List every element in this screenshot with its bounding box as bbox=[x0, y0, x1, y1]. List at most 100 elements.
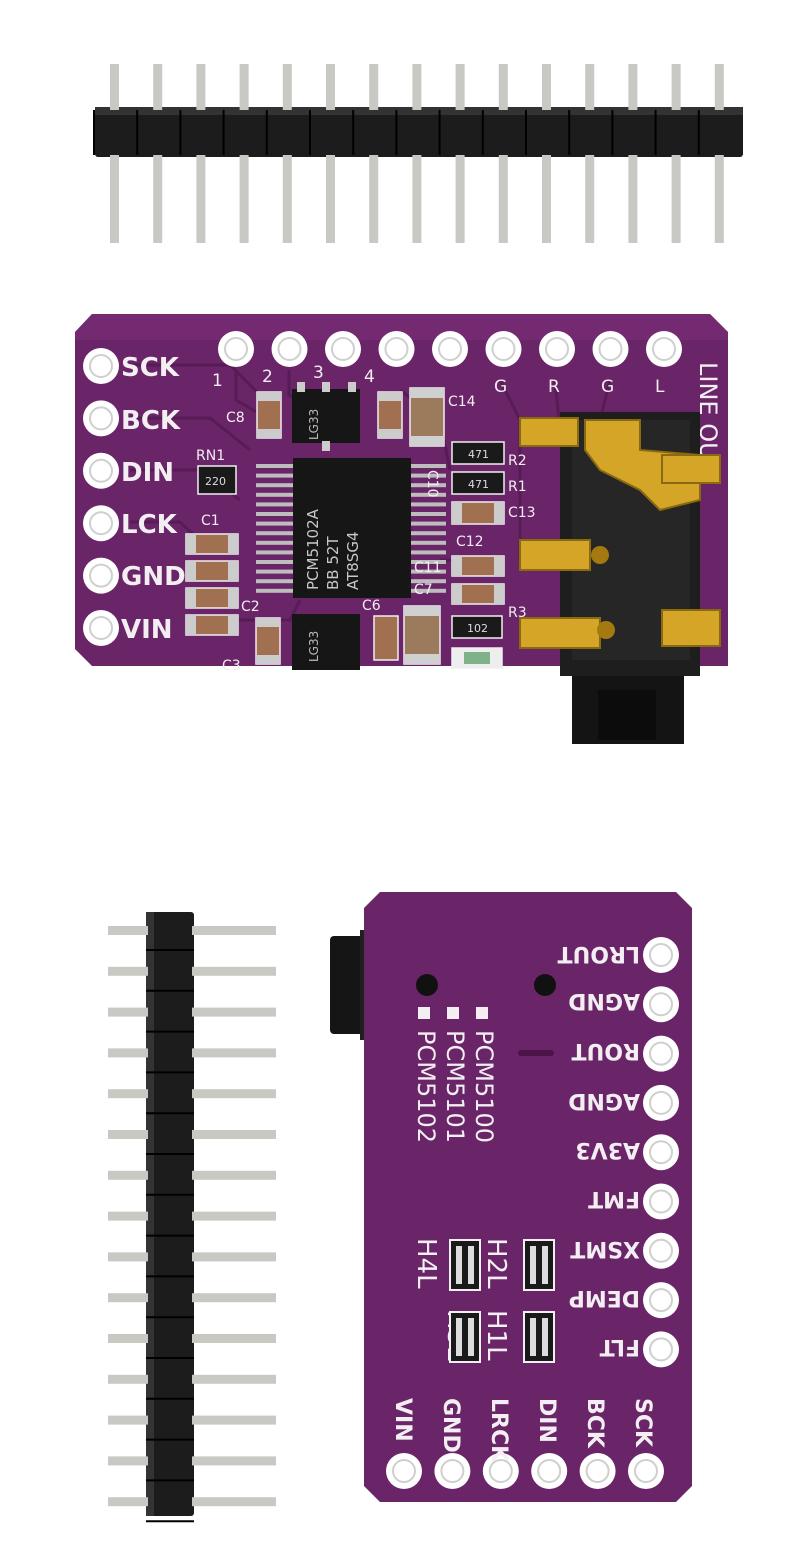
chip-leg bbox=[408, 531, 446, 536]
pin-label-agnd-1: AGND bbox=[568, 988, 640, 1013]
header-pin-bottom bbox=[153, 155, 163, 243]
ref-r1: R1 bbox=[508, 479, 527, 495]
regulator-label-2: LG33 bbox=[307, 631, 321, 662]
resistor-r2-code: 471 bbox=[468, 448, 489, 461]
pin-label-din: DIN bbox=[121, 458, 174, 488]
side-pin-right bbox=[192, 1252, 276, 1262]
side-pin-left bbox=[108, 1334, 148, 1343]
side-pin-left bbox=[108, 1415, 148, 1425]
chip-leg bbox=[256, 560, 296, 564]
side-pin-right bbox=[192, 1415, 276, 1425]
header-plastic-strip bbox=[95, 107, 743, 157]
top-pad bbox=[539, 331, 575, 367]
header-pin-top bbox=[239, 64, 249, 110]
header-pin-top bbox=[628, 64, 638, 110]
option-pcm5101: PCM5101 bbox=[441, 1030, 469, 1143]
pad-agnd bbox=[643, 1084, 679, 1121]
pad-letter-r: R bbox=[548, 377, 560, 397]
jumper-h4l: H4L bbox=[411, 1238, 441, 1289]
header-pin-top bbox=[455, 64, 465, 110]
jumper-pad-h2l bbox=[523, 1239, 555, 1291]
side-pin-right bbox=[192, 1334, 276, 1343]
pad-din bbox=[531, 1453, 568, 1489]
pad-vin bbox=[386, 1453, 422, 1489]
pad-lrck bbox=[482, 1453, 519, 1489]
pad-vin bbox=[83, 610, 119, 646]
jumper-h1l: H1L bbox=[481, 1310, 511, 1361]
chip-leg bbox=[256, 569, 296, 574]
ref-rn1: RN1 bbox=[196, 448, 225, 464]
header-pin-top bbox=[714, 64, 724, 110]
chip-line-3: AT8SG4 bbox=[344, 532, 362, 591]
regulator-label: LG33 bbox=[307, 409, 321, 440]
top-pad bbox=[271, 331, 308, 367]
cap-small-bottom bbox=[373, 615, 399, 661]
ref-c10: C10 bbox=[424, 470, 440, 498]
pad-number-2: 2 bbox=[262, 367, 273, 387]
chip-leg bbox=[408, 569, 446, 574]
pad-lck bbox=[83, 505, 119, 542]
top-pad bbox=[592, 331, 629, 367]
ref-c3: C3 bbox=[222, 658, 241, 674]
pin-label-demp: DEMP bbox=[569, 1285, 640, 1310]
chip-leg bbox=[256, 502, 296, 507]
chip-leg bbox=[256, 588, 296, 593]
pin-label-lck: LCK bbox=[121, 510, 178, 540]
chip-leg bbox=[256, 483, 296, 488]
side-pin-left bbox=[108, 1293, 148, 1303]
top-pad bbox=[325, 331, 361, 367]
side-header-plastic bbox=[146, 912, 194, 1516]
chip-leg bbox=[256, 550, 296, 555]
ref-c1: C1 bbox=[201, 513, 220, 529]
chip-leg bbox=[256, 512, 296, 516]
pin-label-vin-2: VIN bbox=[390, 1398, 415, 1442]
rn1-array bbox=[197, 465, 237, 495]
header-pin-top bbox=[542, 64, 551, 110]
option-pcm5102: PCM5102 bbox=[412, 1030, 440, 1143]
header-pin-bottom bbox=[326, 155, 335, 243]
pin-label-lrck: LRCK bbox=[486, 1398, 511, 1463]
regulator-bottom bbox=[292, 614, 360, 670]
side-pin-left bbox=[108, 1456, 148, 1466]
chip-leg bbox=[408, 550, 446, 555]
top-board: SCK BCK DIN LCK GND VIN 1 2 3 4 G R G L … bbox=[75, 314, 728, 744]
side-pin-left bbox=[108, 1007, 148, 1017]
ref-c7: C7 bbox=[414, 582, 433, 598]
chip-line-2: BB 52T bbox=[324, 536, 342, 590]
pin-label-din-2: DIN bbox=[534, 1398, 559, 1443]
header-pin-top bbox=[671, 64, 681, 110]
header-pin-bottom bbox=[498, 155, 508, 243]
pin-label-rout: ROUT bbox=[571, 1038, 640, 1063]
pad-letter-g2: G bbox=[601, 377, 614, 397]
ref-c14: C14 bbox=[448, 394, 476, 410]
header-pin-top bbox=[110, 64, 119, 110]
top-pin-header bbox=[93, 64, 743, 243]
pin-label-a3v3: A3V3 bbox=[575, 1137, 640, 1162]
rn1-code: 220 bbox=[205, 475, 226, 488]
chip-leg bbox=[408, 588, 446, 593]
side-pin-right bbox=[192, 1293, 276, 1303]
side-pin-header bbox=[108, 912, 276, 1523]
top-pad bbox=[646, 331, 682, 367]
resistor-r1 bbox=[451, 471, 505, 495]
pad-fmt bbox=[643, 1183, 679, 1220]
side-pin-left bbox=[108, 1497, 148, 1507]
top-pad bbox=[485, 331, 522, 367]
pad-number-3: 3 bbox=[313, 363, 324, 383]
pin-label-vin: VIN bbox=[121, 615, 173, 645]
chip-leg bbox=[408, 473, 446, 478]
side-pin-right bbox=[192, 1211, 276, 1221]
pad-xsmt bbox=[643, 1232, 679, 1269]
resistor-r1-code: 471 bbox=[468, 478, 489, 491]
pad-number-1: 1 bbox=[212, 371, 223, 391]
header-pin-bottom bbox=[714, 155, 724, 243]
header-pin-top bbox=[326, 64, 335, 110]
header-pin-bottom bbox=[671, 155, 681, 243]
pad-lrout bbox=[643, 937, 679, 973]
chip-line-1: PCM5102A bbox=[304, 508, 322, 590]
side-pin-right bbox=[192, 1007, 276, 1017]
header-pin-bottom bbox=[628, 155, 638, 243]
header-pin-bottom bbox=[369, 155, 379, 243]
header-pin-top bbox=[498, 64, 508, 110]
